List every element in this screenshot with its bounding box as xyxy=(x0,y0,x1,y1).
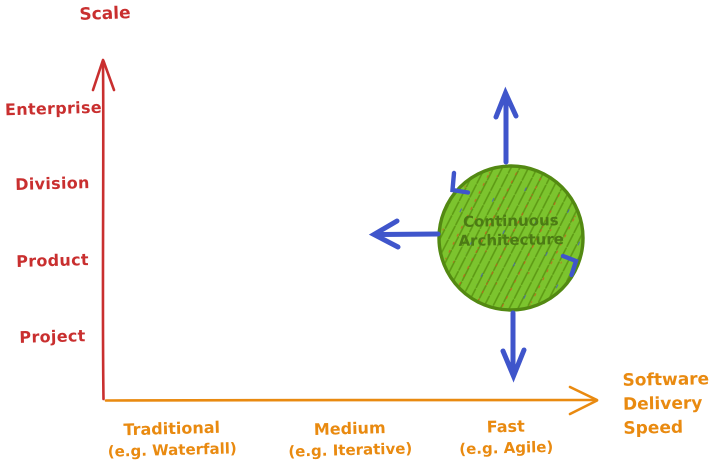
tick-name: Traditional xyxy=(123,417,221,440)
bubble-label: Continuous Architecture xyxy=(436,211,587,252)
y-axis-line xyxy=(101,60,105,401)
x-axis-tick-fast: Fast (e.g. Agile) xyxy=(426,415,587,459)
continuous-architecture-bubble xyxy=(437,164,585,312)
x-axis-title-line2: Delivery xyxy=(622,393,703,415)
y-axis-label-division: Division xyxy=(15,173,90,194)
y-axis-title: Scale xyxy=(79,3,131,25)
x-axis-tick-traditional: Traditional (e.g. Waterfall) xyxy=(92,417,253,461)
tick-name: Fast xyxy=(486,416,525,437)
y-axis-arrowhead xyxy=(91,58,116,92)
x-axis-title-line1: Software xyxy=(622,369,709,391)
x-axis-title-line3: Speed xyxy=(623,417,684,439)
expansion-arrows xyxy=(368,86,579,383)
y-axis-label-enterprise: Enterprise xyxy=(4,97,103,120)
bubble-speckle xyxy=(441,168,581,308)
x-axis xyxy=(104,385,599,416)
arrow-down xyxy=(500,310,527,383)
y-axis-label-project: Project xyxy=(19,326,86,347)
bubble-label-line2: Architecture xyxy=(458,230,564,250)
x-axis-arrowhead xyxy=(568,385,599,416)
arrow-rotate-right xyxy=(560,253,579,278)
y-axis-label-product: Product xyxy=(15,250,90,271)
arrow-up xyxy=(493,86,519,165)
arrow-left xyxy=(368,218,441,250)
y-axis xyxy=(91,58,116,401)
x-axis-tick-medium: Medium (e.g. Iterative) xyxy=(270,417,431,461)
x-axis-title: Software Delivery Speed xyxy=(622,367,709,440)
bubble-label-line1: Continuous xyxy=(462,211,559,231)
x-axis-line xyxy=(104,398,596,402)
arrow-rotate-top-left xyxy=(450,170,471,195)
tick-name: Medium xyxy=(313,418,386,439)
